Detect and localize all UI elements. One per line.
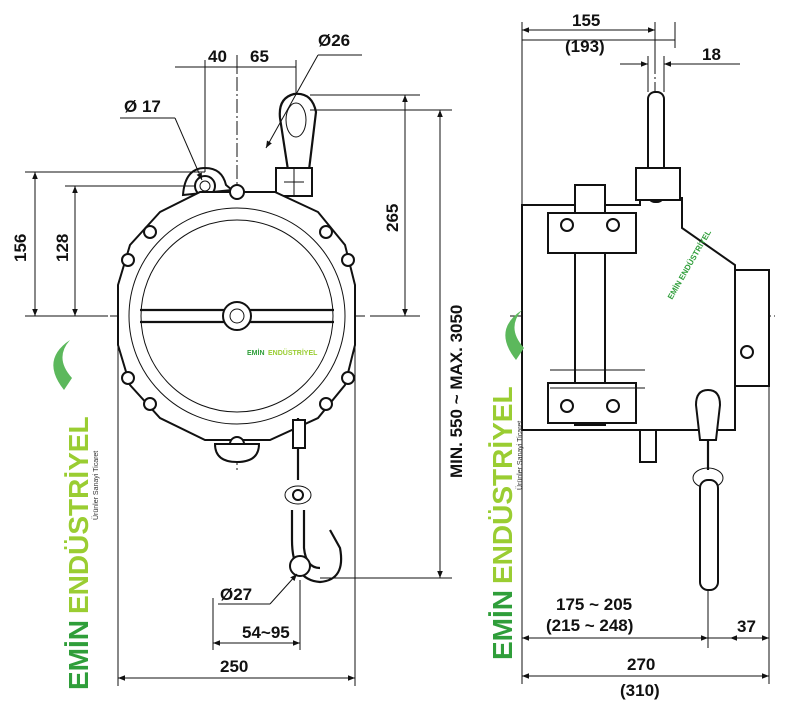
dim-40: 40 <box>208 47 227 66</box>
dim-width-250: 250 <box>220 657 248 676</box>
logo-tagline: Ürünler Sanayi Ticaret <box>92 451 100 520</box>
svg-text:EMİN: EMİN <box>247 349 265 357</box>
front-dimensions: 40 65 Ø26 Ø 17 156 128 265 MIN. 550 ~ MA… <box>11 31 466 686</box>
side-view: EMİN ENDÜSTRİYEL <box>510 60 775 591</box>
logo-left: EMİN ENDÜSTRİYEL Ürünler Sanayi Ticaret <box>53 340 100 690</box>
housing-bolts <box>121 225 355 411</box>
front-view: EMİN ENDÜSTRİYEL <box>110 55 365 584</box>
logo-tagline: Ürünler Sanayi Ticaret <box>516 421 524 490</box>
dim-hook-range: 54~95 <box>242 623 290 642</box>
logo-word-endustriyel: ENDÜSTRİYEL <box>487 386 518 584</box>
dim-dia17: Ø 17 <box>124 97 161 116</box>
svg-text:ENDÜSTRİYEL: ENDÜSTRİYEL <box>268 348 318 357</box>
dim-270: 270 <box>627 655 655 674</box>
logo-word-endustriyel: ENDÜSTRİYEL <box>63 416 94 614</box>
swoosh-icon <box>505 310 524 360</box>
top-hook <box>275 92 318 197</box>
dim-dia26: Ø26 <box>318 31 350 50</box>
dim-mount-range: 175 ~ 205 <box>556 595 632 614</box>
swoosh-icon <box>53 340 72 390</box>
dim-156: 156 <box>11 234 30 262</box>
logo-word-emin: EMİN <box>63 620 94 690</box>
dim-265: 265 <box>383 204 402 232</box>
bottom-hook <box>284 485 343 584</box>
dim-18: 18 <box>702 45 721 64</box>
dim-65: 65 <box>250 47 269 66</box>
dim-193: (193) <box>565 37 605 56</box>
logo-word-emin: EMİN <box>487 590 518 660</box>
dim-stroke-range: MIN. 550 ~ MAX. 3050 <box>447 305 466 478</box>
dim-155: 155 <box>572 11 600 30</box>
logo-right: EMİN ENDÜSTRİYEL Ürünler Sanayi Ticaret <box>487 310 524 660</box>
dim-128: 128 <box>53 234 72 262</box>
dim-37: 37 <box>737 617 756 636</box>
dim-mount-range-alt: (215 ~ 248) <box>546 616 633 635</box>
dim-310: (310) <box>620 681 660 700</box>
side-dimensions: 155 (193) 18 175 ~ 205 (215 ~ 248) 37 27… <box>521 11 770 700</box>
dim-dia27: Ø27 <box>220 585 252 604</box>
